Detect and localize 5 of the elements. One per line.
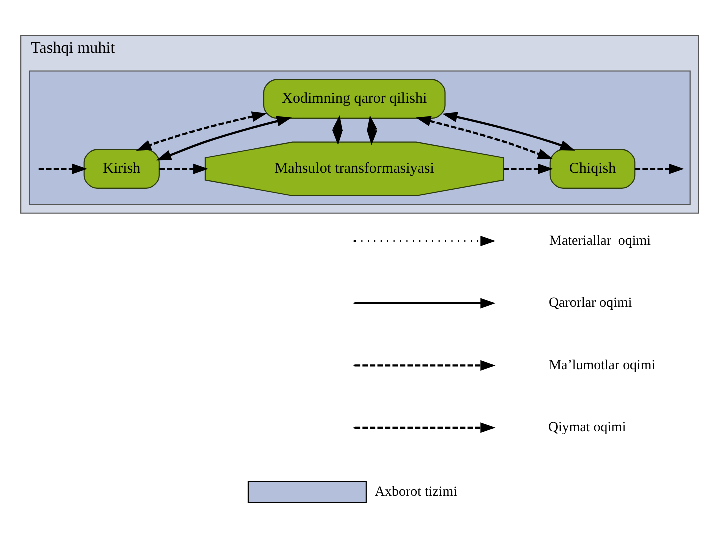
legend-label: Qarorlar oqimi	[548, 296, 632, 311]
legend-label: Ma’lumotlar oqimi	[549, 358, 656, 373]
legend-label: Materiallar oqimi	[550, 233, 651, 248]
legend-label: Qiymat oqimi	[548, 420, 626, 436]
legend-label: Axborot tizimi	[375, 484, 458, 500]
